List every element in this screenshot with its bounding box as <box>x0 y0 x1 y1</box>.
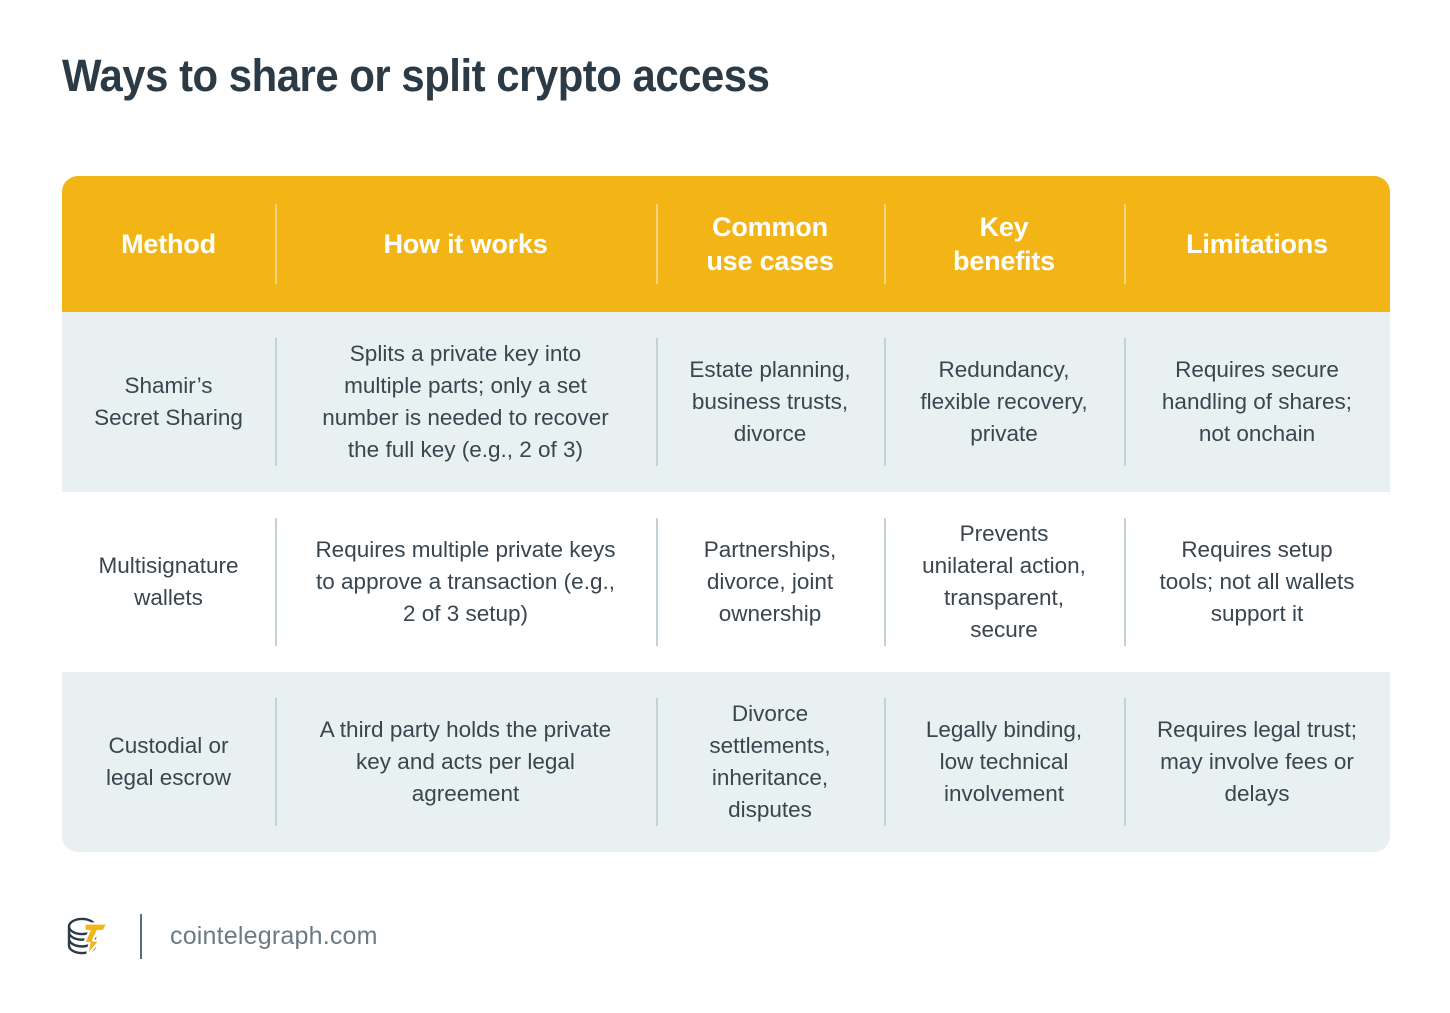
cell-line: involvement <box>943 781 1065 806</box>
cell-key-benefits: Legally binding, low technical involveme… <box>884 672 1124 852</box>
cell-line: private <box>970 421 1038 446</box>
comparison-table: Method How it works Common use cases Key… <box>62 176 1390 852</box>
cell-line: Splits a private key into <box>349 341 582 366</box>
cell-line: Requires legal trust; <box>1156 717 1358 742</box>
header-label-line-1: Key <box>979 212 1029 242</box>
cell-method: Multisignature wallets <box>62 492 275 672</box>
cell-line: may involve fees or <box>1160 749 1354 774</box>
cell-line: support it <box>1210 601 1304 626</box>
cell-method: Shamir’s Secret Sharing <box>62 312 275 492</box>
cell-line: A third party holds the private <box>319 717 612 742</box>
cointelegraph-logo-icon <box>62 910 114 962</box>
cell-line: business trusts, <box>691 389 849 414</box>
table-header-method: Method <box>62 176 275 312</box>
footer: cointelegraph.com <box>62 905 378 967</box>
cell-line: transparent, <box>943 585 1065 610</box>
cell-line: Requires multiple private keys <box>315 537 616 562</box>
header-label-line-2: benefits <box>953 246 1055 276</box>
cell-limitations: Requires secure handling of shares; not … <box>1124 312 1390 492</box>
cell-key-benefits: Prevents unilateral action, transparent,… <box>884 492 1124 672</box>
cell-line: Shamir’s <box>124 373 213 398</box>
cell-key-benefits: Redundancy, flexible recovery, private <box>884 312 1124 492</box>
cell-line: not onchain <box>1198 421 1316 446</box>
cell-line: number is needed to recover <box>322 405 609 430</box>
cell-line: delays <box>1224 781 1290 806</box>
header-label-line-1: Method <box>121 229 216 259</box>
cell-how-it-works: Requires multiple private keys to approv… <box>275 492 656 672</box>
cell-line: Redundancy, <box>938 357 1070 382</box>
cell-line: Requires setup <box>1181 537 1333 562</box>
header-label-line-2: use cases <box>706 246 834 276</box>
cell-line: Estate planning, <box>689 357 851 382</box>
cell-line: unilateral action, <box>922 553 1086 578</box>
cell-line: settlements, <box>709 733 831 758</box>
header-label-line-1: Limitations <box>1186 229 1328 259</box>
cell-limitations: Requires setup tools; not all wallets su… <box>1124 492 1390 672</box>
cell-line: Requires secure <box>1175 357 1339 382</box>
cell-line: handling of shares; <box>1161 389 1353 414</box>
table-header-row: Method How it works Common use cases Key… <box>62 176 1390 312</box>
cell-common-use-cases: Divorce settlements, inheritance, disput… <box>656 672 884 852</box>
cell-line: Legally binding, <box>925 717 1083 742</box>
table-row: Multisignature wallets Requires multiple… <box>62 492 1390 672</box>
cell-line: divorce <box>733 421 807 446</box>
cell-line: to approve a transaction (e.g., <box>316 569 615 594</box>
cell-common-use-cases: Estate planning, business trusts, divorc… <box>656 312 884 492</box>
cell-line: legal escrow <box>105 765 232 790</box>
cell-limitations: Requires legal trust; may involve fees o… <box>1124 672 1390 852</box>
cell-line: low technical <box>939 749 1069 774</box>
cell-line: secure <box>970 617 1038 642</box>
table-row: Shamir’s Secret Sharing Splits a private… <box>62 312 1390 492</box>
page-title: Ways to share or split crypto access <box>62 50 770 101</box>
cell-line: disputes <box>728 797 812 822</box>
footer-divider <box>140 913 142 959</box>
cell-line: Multisignature <box>98 553 239 578</box>
table-header-limitations: Limitations <box>1124 176 1390 312</box>
cell-line: multiple parts; only a set <box>344 373 587 398</box>
table-header-common-use-cases: Common use cases <box>656 176 884 312</box>
table-header-how-it-works: How it works <box>275 176 656 312</box>
cell-line: Secret Sharing <box>94 405 243 430</box>
header-label-line-1: Common <box>712 212 828 242</box>
cell-common-use-cases: Partnerships, divorce, joint ownership <box>656 492 884 672</box>
footer-site-label: cointelegraph.com <box>170 922 378 950</box>
cell-line: tools; not all wallets <box>1159 569 1355 594</box>
cell-line: agreement <box>411 781 520 806</box>
cell-method: Custodial or legal escrow <box>62 672 275 852</box>
cell-line: divorce, joint <box>706 569 834 594</box>
cell-line: Custodial or <box>108 733 229 758</box>
cell-line: ownership <box>718 601 822 626</box>
cell-how-it-works: Splits a private key into multiple parts… <box>275 312 656 492</box>
cell-line: flexible recovery, <box>920 389 1088 414</box>
cell-line: Partnerships, <box>703 537 837 562</box>
cell-how-it-works: A third party holds the private key and … <box>275 672 656 852</box>
cell-line: Prevents <box>959 521 1049 546</box>
table-row: Custodial or legal escrow A third party … <box>62 672 1390 852</box>
cell-line: inheritance, <box>711 765 829 790</box>
cell-line: the full key (e.g., 2 of 3) <box>347 437 584 462</box>
cell-line: 2 of 3 setup) <box>402 601 529 626</box>
cell-line: key and acts per legal <box>356 749 575 774</box>
header-label-line-1: How it works <box>383 229 548 259</box>
cell-line: Divorce <box>731 701 809 726</box>
table-header-key-benefits: Key benefits <box>884 176 1124 312</box>
cell-line: wallets <box>134 585 203 610</box>
